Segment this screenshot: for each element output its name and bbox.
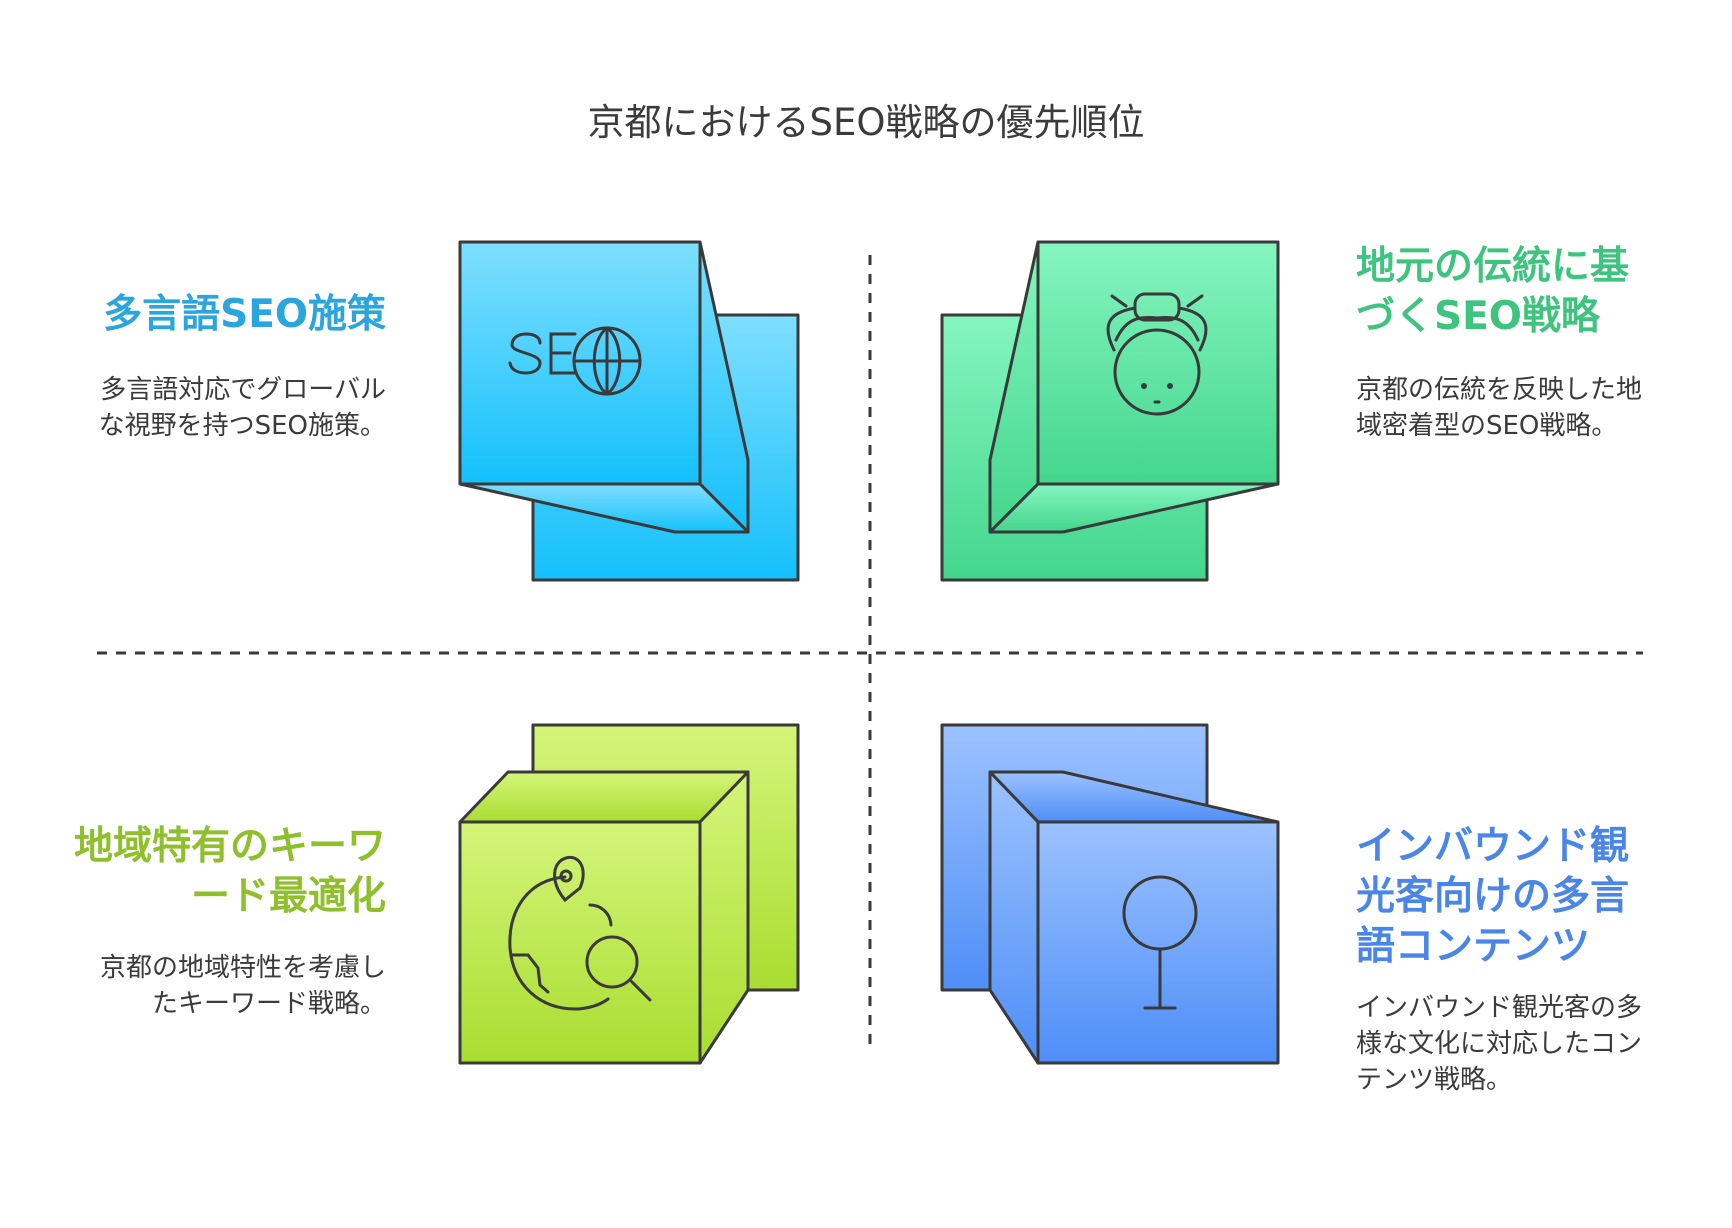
seo-globe-icon [508,326,642,396]
page-title: 京都におけるSEO戦略の優先順位 [587,101,1145,144]
q4-title: インバウンド観光客向けの多言語コンテンツ [1356,824,1630,969]
q4-description: インバウンド観光客の多様な文化に対応したコンテンツ戦略。 [1356,993,1643,1095]
q2-description: 京都の伝統を反映した地域密着型のSEO戦略。 [1356,375,1643,441]
q3-description: 京都の地域特性を考慮したキーワード戦略。 [99,953,386,1019]
q1-title: 多言語SEO施策 [103,292,386,337]
q1-description: 多言語対応でグローバルな視野を持つSEO施策。 [98,375,386,441]
q2-box-graphic [940,240,1280,582]
q1-box-graphic [458,240,800,582]
geisha-icon [1106,292,1208,416]
q4-box-graphic [940,723,1280,1065]
q3-box-graphic [458,723,800,1065]
globe-location-search-icon [508,855,652,1011]
q2-title: 地元の伝統に基づくSEO戦略 [1356,244,1630,339]
q3-title: 地域特有のキーワード最適化 [73,824,386,919]
pin-icon [1122,875,1198,1010]
